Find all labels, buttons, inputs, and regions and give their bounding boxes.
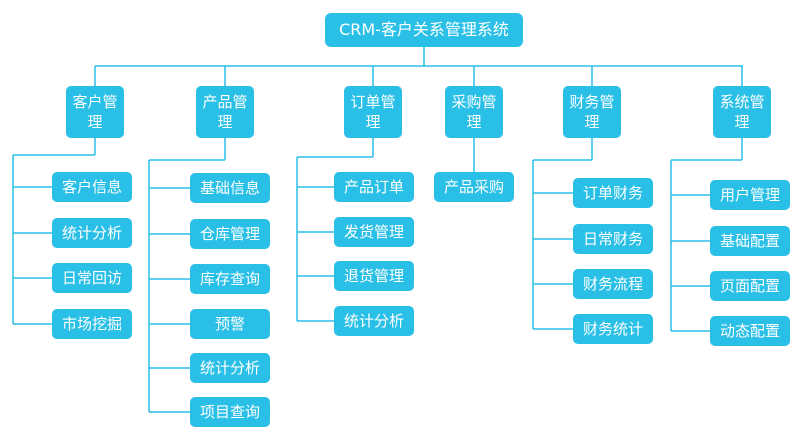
leaf-purchase-1: 产品采购	[434, 172, 514, 202]
leaf-label: 统计分析	[343, 312, 404, 330]
leaf-finance-4: 财务统计	[573, 314, 653, 344]
leaf-label: 基础信息	[199, 179, 260, 197]
leaf-order-2: 发货管理	[334, 217, 414, 247]
leaf-product-6: 项目查询	[190, 397, 270, 427]
leaf-label: 统计分析	[199, 359, 260, 377]
leaf-label: 统计分析	[61, 224, 122, 242]
leaf-product-3: 库存查询	[190, 264, 270, 294]
leaf-label: 动态配置	[719, 322, 780, 340]
leaf-system-3: 页面配置	[710, 271, 790, 301]
leaf-label: 基础配置	[719, 232, 780, 250]
leaf-label: 市场挖掘	[61, 315, 122, 333]
branch-order: 订单管理	[344, 86, 402, 138]
leaf-label: 财务流程	[582, 275, 643, 293]
leaf-order-4: 统计分析	[334, 306, 414, 336]
leaf-finance-1: 订单财务	[573, 178, 653, 208]
leaf-finance-3: 财务流程	[573, 269, 653, 299]
leaf-product-5: 统计分析	[190, 353, 270, 383]
leaf-customer-1: 客户信息	[52, 172, 132, 202]
leaf-label: 仓库管理	[199, 225, 260, 243]
branch-label: 财务管理	[569, 93, 615, 131]
leaf-finance-2: 日常财务	[573, 224, 653, 254]
root-node: CRM-客户关系管理系统	[325, 13, 523, 47]
leaf-label: 产品采购	[443, 178, 504, 196]
leaf-system-4: 动态配置	[710, 316, 790, 346]
leaf-label: 预警	[214, 315, 245, 333]
branch-customer: 客户管理	[66, 86, 124, 138]
leaf-label: 项目查询	[199, 403, 260, 421]
leaf-label: 库存查询	[199, 270, 260, 288]
leaf-label: 订单财务	[582, 184, 643, 202]
leaf-label: 日常财务	[582, 230, 643, 248]
leaf-label: 发货管理	[343, 223, 404, 241]
branch-system: 系统管理	[713, 86, 771, 138]
leaf-label: 产品订单	[343, 178, 404, 196]
branch-product: 产品管理	[196, 86, 254, 138]
branch-label: 系统管理	[719, 93, 765, 131]
branch-purchase: 采购管理	[445, 86, 503, 138]
leaf-product-2: 仓库管理	[190, 219, 270, 249]
leaf-label: 客户信息	[61, 178, 122, 196]
root-label: CRM-客户关系管理系统	[339, 20, 509, 39]
branch-label: 订单管理	[350, 93, 396, 131]
leaf-customer-3: 日常回访	[52, 263, 132, 293]
branch-label: 客户管理	[72, 93, 118, 131]
leaf-system-2: 基础配置	[710, 226, 790, 256]
branch-label: 产品管理	[202, 93, 248, 131]
leaf-customer-4: 市场挖掘	[52, 309, 132, 339]
leaf-order-3: 退货管理	[334, 261, 414, 291]
leaf-label: 页面配置	[719, 277, 780, 295]
leaf-label: 退货管理	[343, 267, 404, 285]
leaf-label: 用户管理	[719, 186, 780, 204]
branch-finance: 财务管理	[563, 86, 621, 138]
leaf-system-1: 用户管理	[710, 180, 790, 210]
branch-label: 采购管理	[451, 93, 497, 131]
leaf-product-1: 基础信息	[190, 173, 270, 203]
leaf-order-1: 产品订单	[334, 172, 414, 202]
leaf-customer-2: 统计分析	[52, 218, 132, 248]
leaf-label: 财务统计	[582, 320, 643, 338]
leaf-product-4: 预警	[190, 309, 270, 339]
leaf-label: 日常回访	[61, 269, 122, 287]
